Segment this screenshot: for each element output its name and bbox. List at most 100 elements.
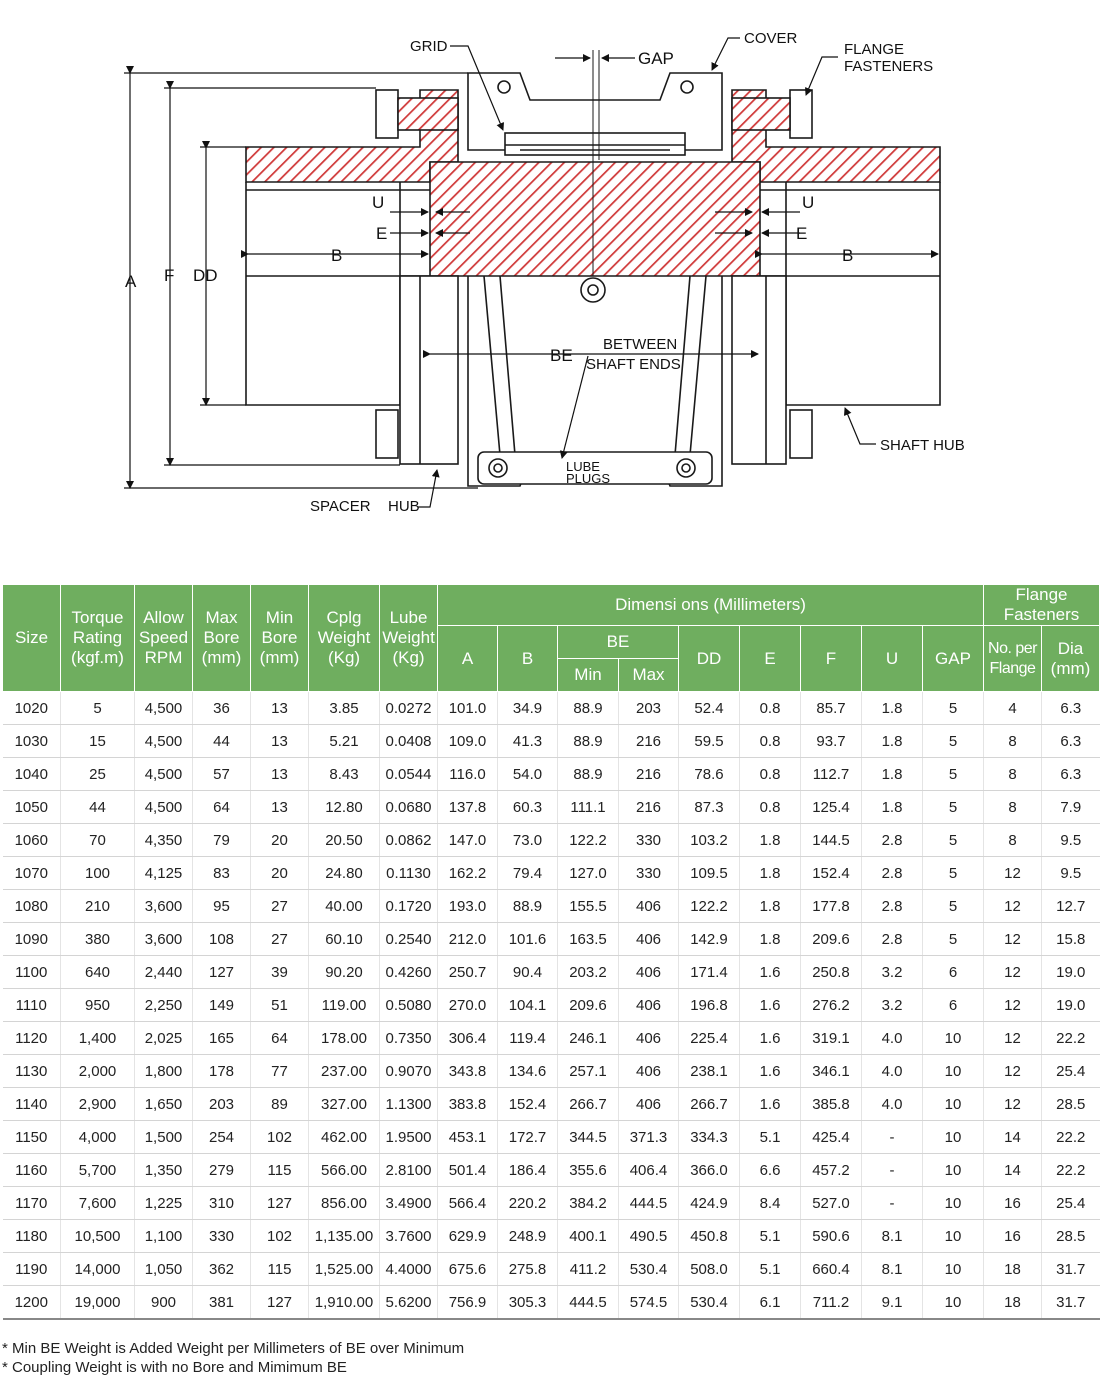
table-cell: 127.0 [557,856,619,890]
table-cell: 0.0862 [379,823,438,857]
table-cell: 10 [922,1186,984,1220]
table-cell: 83 [192,856,251,890]
table-cell: 5 [922,790,984,824]
table-cell: 5 [922,856,984,890]
table-cell: 5 [922,757,984,791]
table-cell: 44 [192,724,251,758]
table-cell: 0.7350 [379,1021,438,1055]
table-cell: 5 [60,691,135,725]
table-cell: 203.2 [557,955,619,989]
table-cell: 152.4 [800,856,862,890]
table-cell: 8 [983,823,1042,857]
table-cell: 7.9 [1041,790,1100,824]
table-cell: 225.4 [678,1021,740,1055]
label-dim-e-right: E [796,224,807,243]
table-cell: 9.5 [1041,823,1100,857]
table-cell: 0.0680 [379,790,438,824]
table-cell: 0.1130 [379,856,438,890]
table-cell: 1,050 [134,1252,193,1286]
table-cell: 4.0 [861,1021,923,1055]
table-cell: 1020 [2,691,61,725]
table-cell: 111.1 [557,790,619,824]
table-cell: 4,500 [134,757,193,791]
table-cell: 216 [618,724,679,758]
col-a: A [437,625,498,692]
col-group-dimensions: Dimensi ons (Millimeters) [437,584,984,626]
table-cell: 60.3 [497,790,558,824]
label-grid: GRID [410,38,448,55]
table-cell: 142.9 [678,922,740,956]
table-cell: 330 [618,823,679,857]
table-cell: 574.5 [618,1285,679,1320]
table-cell: 5,700 [60,1153,135,1187]
table-cell: 6.1 [739,1285,801,1320]
table-cell: 163.5 [557,922,619,956]
table-cell: 1,350 [134,1153,193,1187]
table-cell: 1180 [2,1219,61,1253]
table-cell: 134.6 [497,1054,558,1088]
label-lube-1: LUBE [566,459,600,474]
table-cell: 20.50 [308,823,380,857]
grid-section [504,132,686,156]
table-cell: 1,100 [134,1219,193,1253]
col-group-be: BE [557,625,679,659]
table-cell: 8 [983,724,1042,758]
table-cell: 2.8 [861,823,923,857]
table-cell: 22.2 [1041,1120,1100,1154]
table-cell: 2.8 [861,856,923,890]
coupling-section-drawing: GRID GAP COVER FLANGE FASTENERS A F DD U… [124,30,965,515]
table-cell: 406 [618,988,679,1022]
table-cell: 319.1 [800,1021,862,1055]
table-cell: 0.0408 [379,724,438,758]
table-cell: 1170 [2,1186,61,1220]
label-dim-be: BE [550,346,573,365]
table-cell: 366.0 [678,1153,740,1187]
table-cell: 6.3 [1041,691,1100,725]
table-cell: 1,650 [134,1087,193,1121]
table-cell: 7,600 [60,1186,135,1220]
table-cell: 122.2 [678,889,740,923]
table-cell: 4.4000 [379,1252,438,1286]
table-cell: 4.0 [861,1087,923,1121]
table-cell: 177.8 [800,889,862,923]
table-cell: 28.5 [1041,1087,1100,1121]
table-cell: 90.20 [308,955,380,989]
col-u: U [861,625,923,692]
right-shaft-hub [785,182,941,406]
table-cell: 16 [983,1186,1042,1220]
table-cell: 144.5 [800,823,862,857]
table-cell: 1,525.00 [308,1252,380,1286]
table-cell: 93.7 [800,724,862,758]
table-cell: 88.9 [557,724,619,758]
table-cell: 27 [250,922,309,956]
col-dd: DD [678,625,740,692]
table-cell: 640 [60,955,135,989]
table-cell: 12.80 [308,790,380,824]
table-cell: 8 [983,757,1042,791]
table-cell: 12 [983,955,1042,989]
table-cell: 112.7 [800,757,862,791]
table-cell: 25.4 [1041,1186,1100,1220]
table-cell: 14,000 [60,1252,135,1286]
footnotes: * Min BE Weight is Added Weight per Mill… [2,1339,464,1377]
table-cell: 2.8 [861,889,923,923]
table-cell: 950 [60,988,135,1022]
table-cell: 344.5 [557,1120,619,1154]
table-cell: - [861,1153,923,1187]
table-cell: 115 [250,1252,309,1286]
table-cell: 266.7 [678,1087,740,1121]
lower-bolt-right [676,458,696,478]
table-cell: 12 [983,889,1042,923]
table-cell: 279 [192,1153,251,1187]
table-cell: 250.8 [800,955,862,989]
table-cell: 1100 [2,955,61,989]
table-cell: 10 [922,1219,984,1253]
footnote: * Coupling Weight is with no Bore and Mi… [2,1359,347,1376]
